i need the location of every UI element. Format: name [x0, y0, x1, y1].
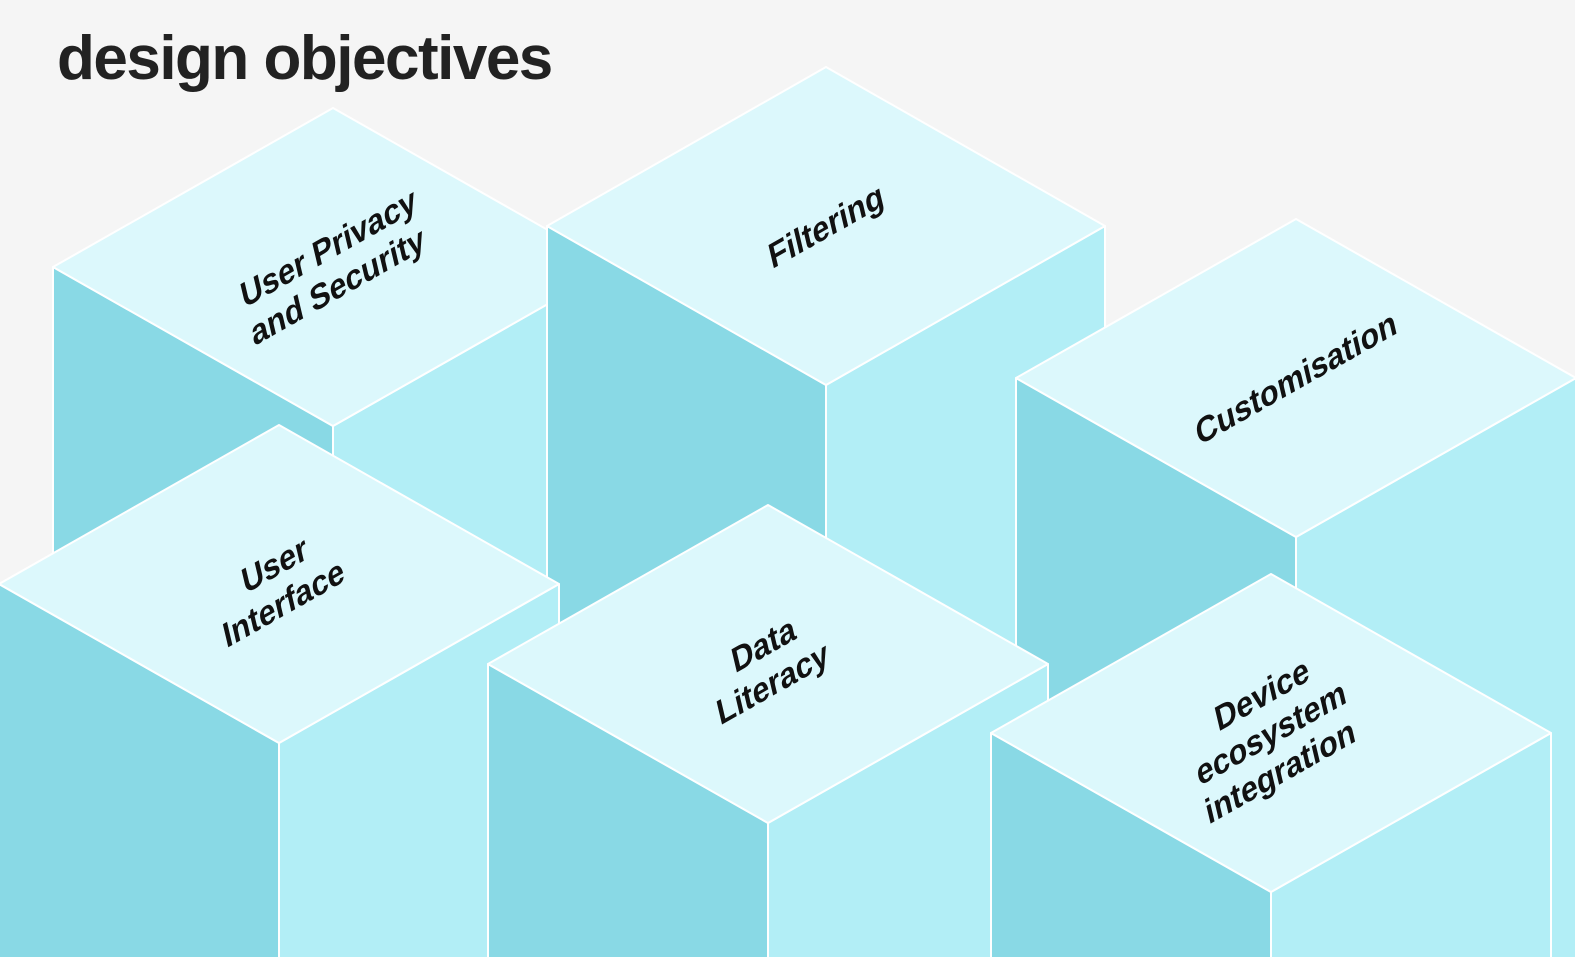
- cube-top-face: [0, 424, 560, 744]
- cube-top-face: [1015, 218, 1575, 538]
- cube-top-face: [52, 107, 614, 427]
- cube-top-face: [990, 573, 1552, 893]
- cube-top-face: [487, 504, 1049, 824]
- cube-literacy: DataLiteracy: [487, 504, 1049, 957]
- page-title: design objectives: [57, 24, 553, 93]
- cube-device: Deviceecosystemintegration: [990, 573, 1552, 957]
- cube-top-face: [546, 66, 1106, 386]
